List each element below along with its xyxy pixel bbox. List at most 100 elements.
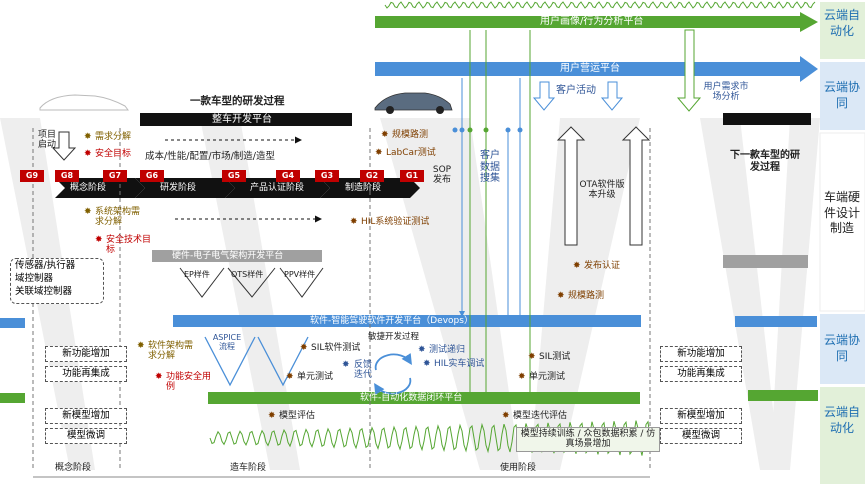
func-integ-box-right: 功能再集成 — [660, 366, 742, 382]
phase-concept: 概念阶段 — [55, 463, 92, 473]
star-icon: ✸ — [84, 207, 92, 217]
phase-build: 造车阶段 — [230, 463, 267, 473]
star-icon: ✸ — [350, 217, 358, 227]
user-profile-label: 用户画像/行为分析平台 — [540, 16, 644, 27]
stage-concept: 概念阶段 — [70, 183, 107, 193]
domain-ctrl-label: 域控制器 — [15, 273, 54, 284]
controllers-box: 传感器/执行器 域控制器 关联域控制器 — [10, 258, 104, 304]
gate-g7: G7 — [103, 170, 127, 182]
vertical-lines — [459, 30, 531, 392]
gate-g9: G9 — [20, 170, 44, 182]
regression-label: 测试递归 — [429, 345, 466, 355]
car-outline-icon — [39, 94, 129, 111]
gate-g8: G8 — [55, 170, 79, 182]
feedback-label: 反馈迭代 — [353, 360, 372, 381]
agile-label: 敏捷开发过程 — [368, 332, 420, 342]
dashed-arrows — [165, 136, 322, 223]
sw-arch: 软件架构需求分解 — [148, 341, 194, 362]
ots-sample: OTS样件 — [231, 270, 264, 279]
sensors-label: 传感器/执行器 — [15, 260, 76, 271]
gate-g4: G4 — [276, 170, 300, 182]
agile-cycle — [374, 353, 412, 395]
safety-target: 安全目标 — [95, 149, 132, 159]
next-vehicle-title: 下一款车型的研发过程 — [730, 150, 800, 173]
new-model-box-left: 新模型增加 — [45, 408, 127, 424]
assoc-ctrl-label: 关联域控制器 — [15, 286, 73, 297]
next-black-bar — [723, 113, 811, 125]
sil-test-2: SIL测试 — [539, 352, 571, 362]
stage-mfg: 制造阶段 — [345, 183, 382, 193]
unit-test-2: 单元测试 — [529, 372, 566, 382]
ota-upgrade: OTA软件版本升级 — [579, 180, 625, 201]
hw-ee-label: 硬件-电子电气架构开发平台 — [172, 251, 284, 261]
vehicle-dev-label: 整车开发平台 — [212, 114, 272, 125]
car-photo-icon — [374, 92, 453, 114]
stage-sop: SOP发布 — [432, 165, 452, 186]
next-hw-bar — [723, 255, 808, 268]
customer-activity: 客户活动 — [556, 85, 596, 96]
right-green-stub — [748, 390, 818, 401]
scale-road-2: 规模路测 — [568, 291, 605, 301]
star-icon: ✸ — [342, 360, 350, 370]
star-icon: ✸ — [84, 149, 92, 159]
func-integ-box-left: 功能再集成 — [45, 366, 127, 382]
stage-cert: 产品认证阶段 — [250, 183, 305, 193]
star-icon: ✸ — [286, 372, 294, 382]
unit-test: 单元测试 — [297, 372, 334, 382]
user-ops-label: 用户营运平台 — [560, 63, 620, 74]
sw-data-label: 软件-自动化数据闭环平台 — [360, 393, 463, 403]
star-icon: ✸ — [502, 411, 510, 421]
aspice-v-shapes — [204, 336, 309, 387]
model-tune-box-left: 模型微调 — [45, 428, 127, 444]
vehicle-dev-bar — [140, 113, 352, 126]
gate-g6: G6 — [140, 170, 164, 182]
blue-hollow-arrows — [532, 81, 624, 111]
gate-g5: G5 — [222, 170, 246, 182]
star-icon: ✸ — [95, 235, 103, 245]
customer-data: 客户数据搜集 — [480, 150, 500, 184]
user-profile-arrow — [375, 12, 818, 32]
model-iter: 模型迭代评估 — [513, 411, 568, 421]
star-icon: ✸ — [418, 345, 426, 355]
labcar: LabCar测试 — [386, 148, 436, 158]
star-icon: ✸ — [137, 341, 145, 351]
gate-g1: G1 — [400, 170, 424, 182]
sidebar-cloud-coop-bottom: 云端协同 — [823, 333, 860, 363]
star-icon: ✸ — [268, 411, 276, 421]
star-icon: ✸ — [381, 130, 389, 140]
hil-real: HIL实车调试 — [434, 359, 485, 369]
phase-use: 使用阶段 — [500, 463, 537, 473]
model-eval: 模型评估 — [279, 411, 316, 421]
user-demand: 用户需求市场分析 — [703, 82, 749, 103]
vertical-dots — [452, 127, 523, 133]
sw-data-bar — [208, 392, 640, 404]
scale-road: 规模路测 — [392, 130, 429, 140]
top-green-wave — [384, 1, 816, 9]
sw-devops-bar — [173, 315, 641, 327]
star-icon: ✸ — [423, 359, 431, 369]
star-icon: ✸ — [518, 372, 526, 382]
star-icon: ✸ — [300, 343, 308, 353]
star-icon: ✸ — [528, 352, 536, 362]
sidebar-panels — [819, 2, 865, 484]
stage-dev: 研发阶段 — [160, 183, 197, 193]
star-icon: ✸ — [375, 148, 383, 158]
sidebar-cloud-auto-bottom: 云端自动化 — [823, 405, 860, 435]
star-icon: ✸ — [84, 132, 92, 142]
sample-v-shapes — [179, 267, 324, 298]
sidebar-cloud-auto-top: 云端自动化 — [823, 8, 860, 38]
left-green-stub — [0, 393, 25, 403]
one-vehicle-title: 一款车型的研发过程 — [190, 95, 285, 107]
sil-test: SIL软件测试 — [311, 343, 361, 353]
left-blue-stub — [0, 318, 25, 328]
project-start: 项目启动 — [38, 130, 57, 151]
hil-sys: HIL系统验证测试 — [361, 217, 430, 227]
new-func-box-left: 新功能增加 — [45, 346, 127, 362]
hollow-arrows — [51, 126, 651, 246]
new-model-box-right: 新模型增加 — [660, 408, 742, 424]
sidebar-vehicle-hw: 车端硬件设计制造 — [823, 190, 860, 236]
sw-devops-label: 软件-智能驾驶软件开发平台（Devops） — [310, 316, 473, 326]
func-safety: 功能安全用例 — [166, 372, 212, 393]
